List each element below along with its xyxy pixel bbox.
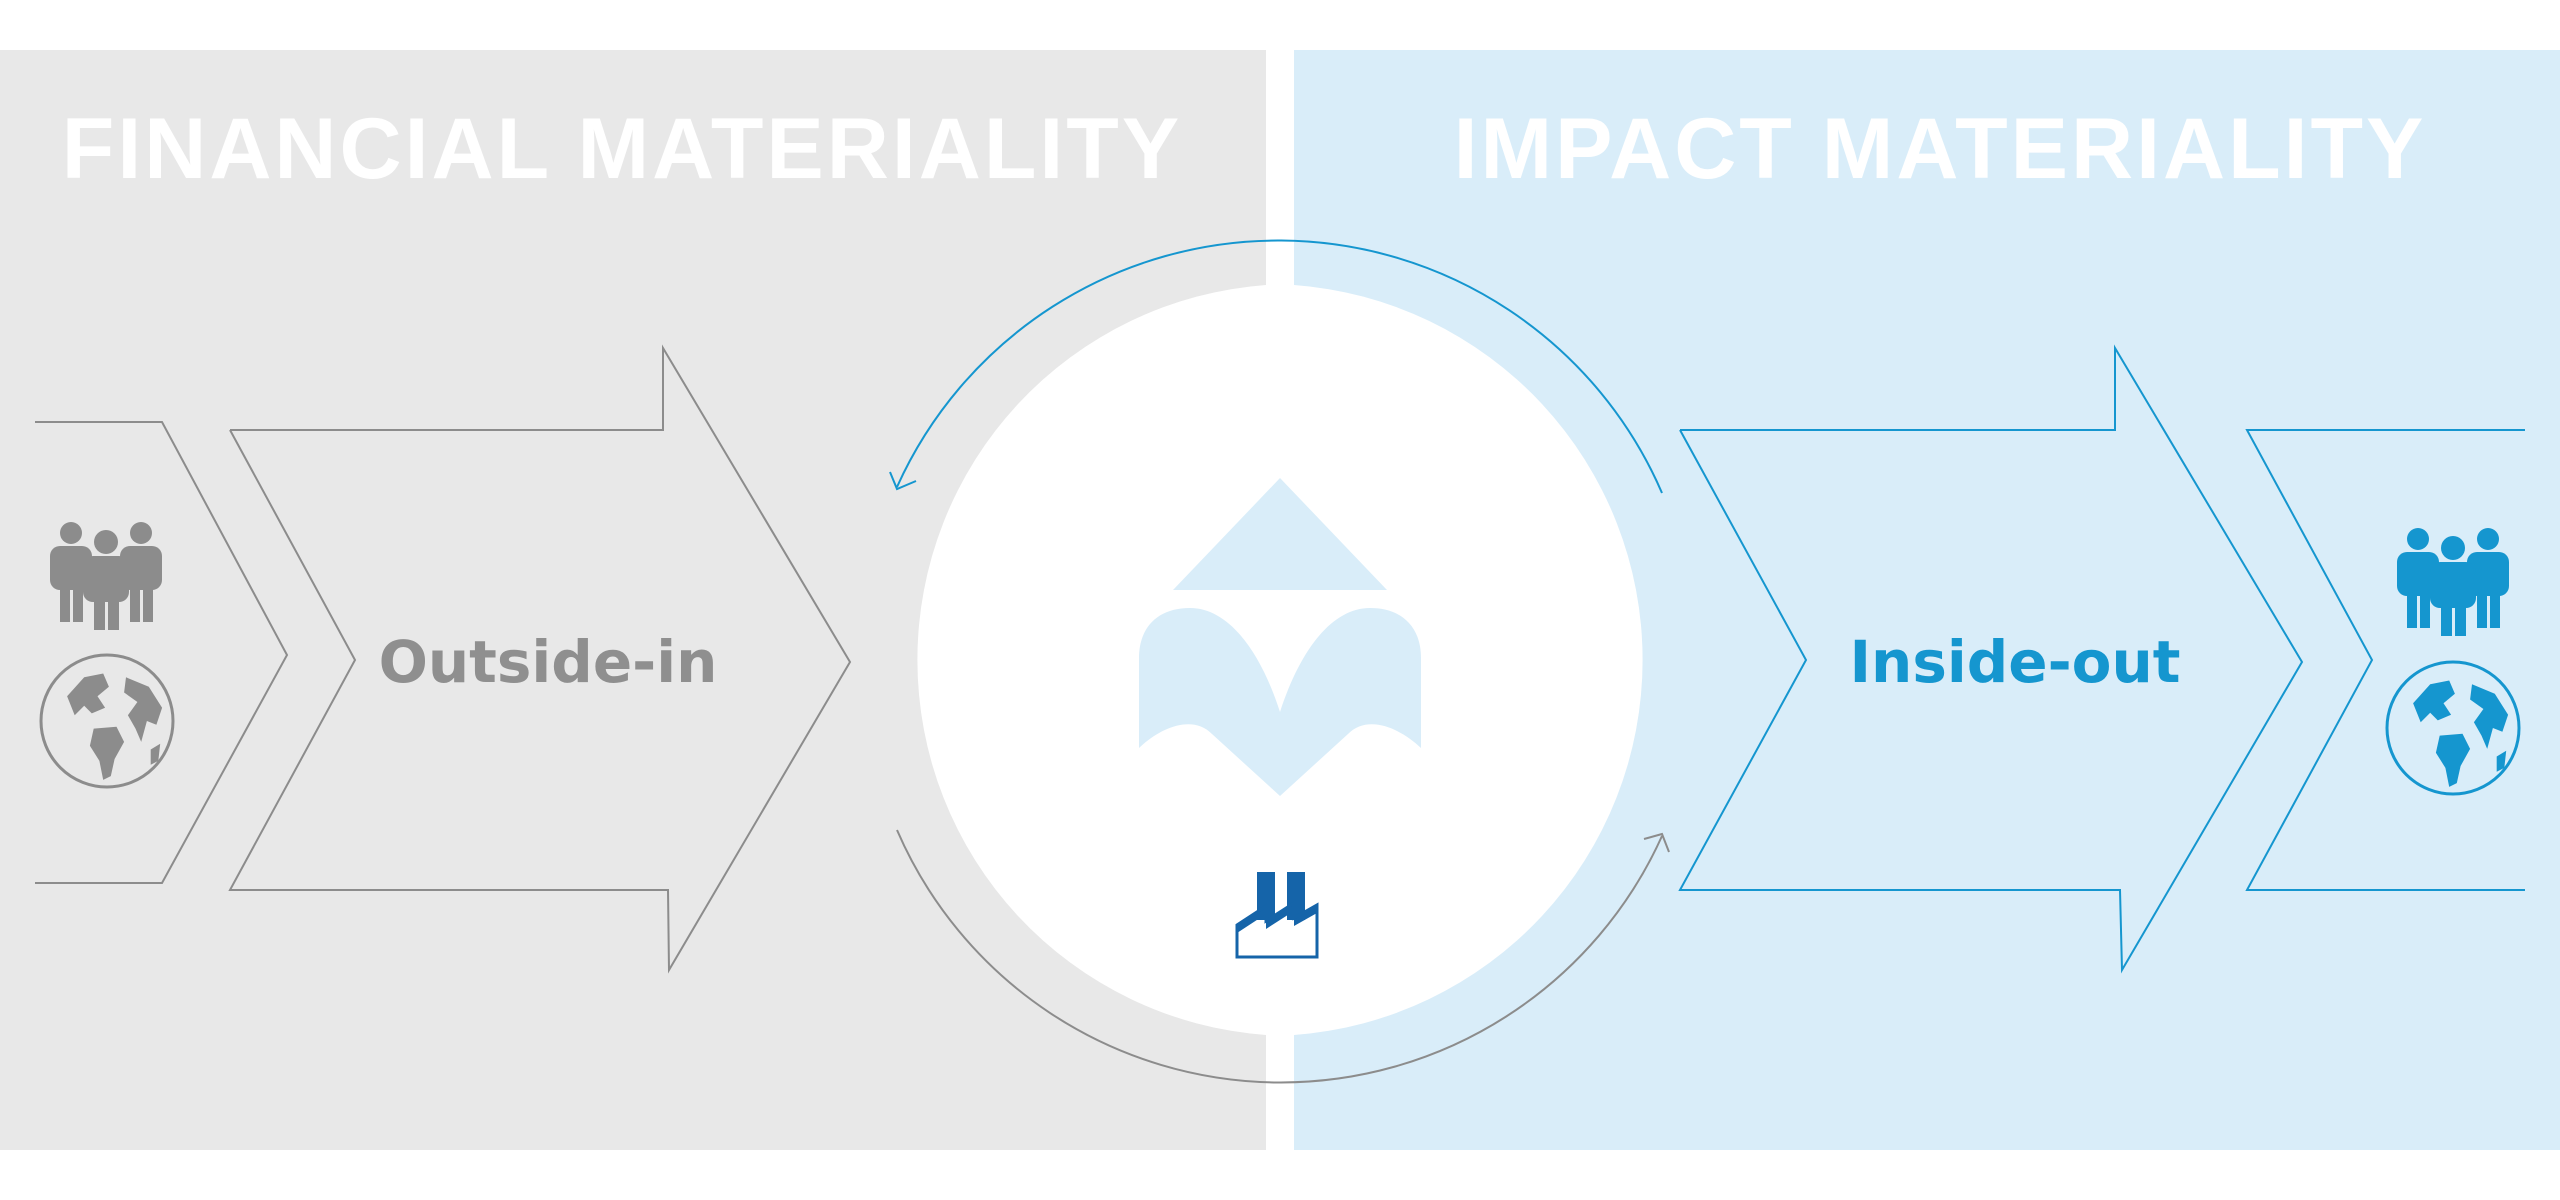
inside-out-arrow [1678,344,2304,974]
brand-logo [1139,478,1421,796]
financial-materiality-title: FINANCIAL MATERIALITY [62,101,1182,197]
globe-icon [2385,660,2521,796]
impact-cycle-arrow [896,239,1663,494]
center-circle-left-half [917,285,1266,1035]
financial-cycle-arrowhead [1643,832,1670,853]
inside-out-label: Inside-out [1849,628,2180,696]
right-small-chevron [2245,429,2525,891]
center-circle-right-half [1294,285,1643,1035]
globe-icon [39,653,175,789]
impact-cycle-arrowhead [889,471,917,491]
factory-icon [1235,872,1319,959]
financial-cycle-arrow [896,829,1663,1084]
left-small-chevron [35,421,289,884]
impact-materiality-title: IMPACT MATERIALITY [1454,101,2427,197]
outside-in-label: Outside-in [379,628,718,696]
outside-in-arrow [228,344,852,974]
